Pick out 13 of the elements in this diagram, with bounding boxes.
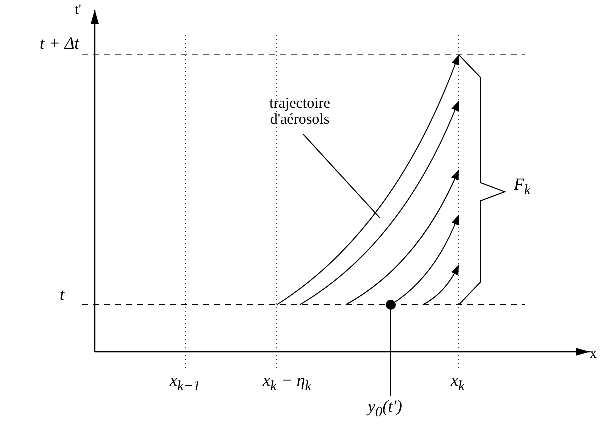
- axis-label: x$_{k}$ − η$_{k}$: [263, 372, 312, 396]
- leader-line: [390, 308, 392, 396]
- trajectory-note: trajectoire d'aérosols: [240, 96, 360, 128]
- axis-label: x$_{k}$: [451, 372, 465, 396]
- axis-label: x: [590, 346, 597, 364]
- axis-label: t: [60, 286, 65, 304]
- leader-line: [302, 134, 380, 218]
- axis-label: x$_{k−1}$: [170, 372, 200, 396]
- point-label: y$_{0}$(t′): [368, 398, 402, 422]
- axis-label: t': [75, 2, 82, 20]
- axis-label: F$_{k}$: [514, 176, 531, 200]
- start-point-dot: [386, 300, 396, 310]
- axis-label: t + Δt: [40, 35, 80, 53]
